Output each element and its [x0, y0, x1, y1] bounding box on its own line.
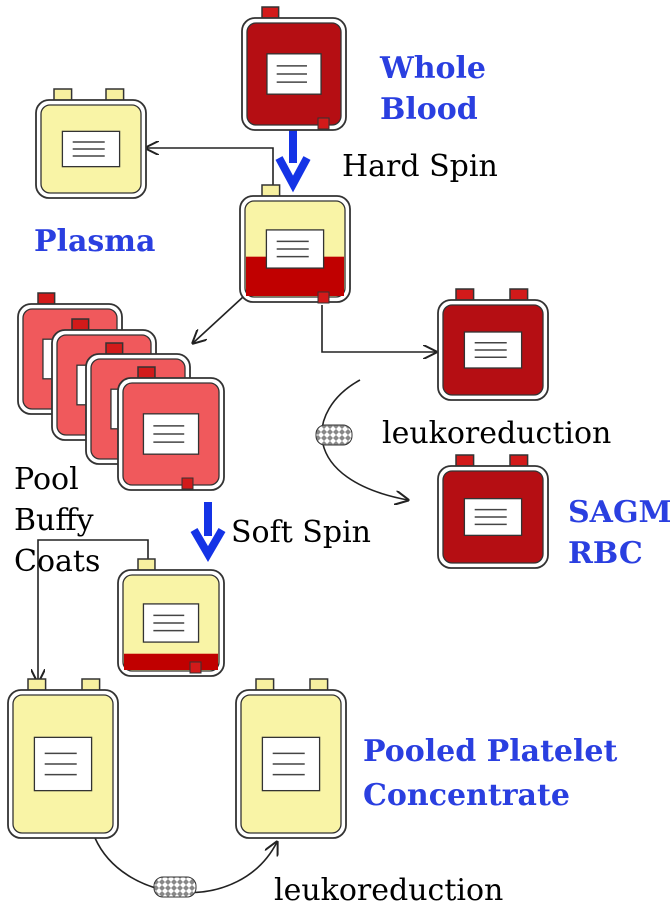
- separated-bag: [239, 184, 351, 304]
- filter-icon-platelet: [153, 876, 197, 898]
- soft-spin-arrow: [190, 502, 226, 562]
- soft-spin-bag: [117, 558, 225, 677]
- label-leukoreduction-platelet: leukoreduction: [274, 873, 503, 908]
- label-rbc: RBC: [568, 536, 643, 571]
- whole-blood-bag: [241, 6, 347, 131]
- whole-blood-label: Whole Blood: [379, 51, 486, 127]
- label-concentrate: Concentrate: [363, 778, 570, 813]
- label-hard-spin: Hard Spin: [342, 149, 498, 184]
- label-soft-spin: Soft Spin: [231, 515, 371, 550]
- line-to-plasma: [146, 148, 274, 195]
- plasma-bag: [35, 88, 147, 199]
- buffy-coat-bag-4: [117, 366, 225, 491]
- label-plasma: Plasma: [34, 224, 155, 259]
- line-to-platelet-pool: [38, 539, 149, 682]
- label-pool: Pool: [14, 462, 79, 497]
- label-pooled-platelet: Pooled Platelet: [363, 734, 617, 769]
- rbc-bag: [437, 288, 549, 401]
- pool-buffy-coats-label: Pool Buffy Coats: [14, 462, 100, 579]
- blood-bags: [7, 6, 549, 839]
- hard-spin-arrow: [275, 128, 311, 193]
- sagm-rbc-label: SAGM RBC: [568, 495, 670, 571]
- filter-icon-rbc: [315, 424, 353, 446]
- pooled-platelet-bag: [235, 678, 347, 839]
- platelet-pool-bag: [7, 678, 119, 839]
- label-coats: Coats: [14, 544, 100, 579]
- sagm-rbc-bag: [437, 454, 549, 569]
- pooled-platelet-label: Pooled Platelet Concentrate: [363, 734, 617, 813]
- label-sagm: SAGM: [568, 495, 670, 530]
- label-blood: Blood: [380, 92, 478, 127]
- label-buffy: Buffy: [14, 503, 94, 538]
- line-to-rbc: [321, 305, 436, 352]
- label-whole: Whole: [379, 51, 486, 86]
- line-to-buffy-coats: [193, 296, 244, 343]
- label-leukoreduction-rbc: leukoreduction: [382, 416, 611, 451]
